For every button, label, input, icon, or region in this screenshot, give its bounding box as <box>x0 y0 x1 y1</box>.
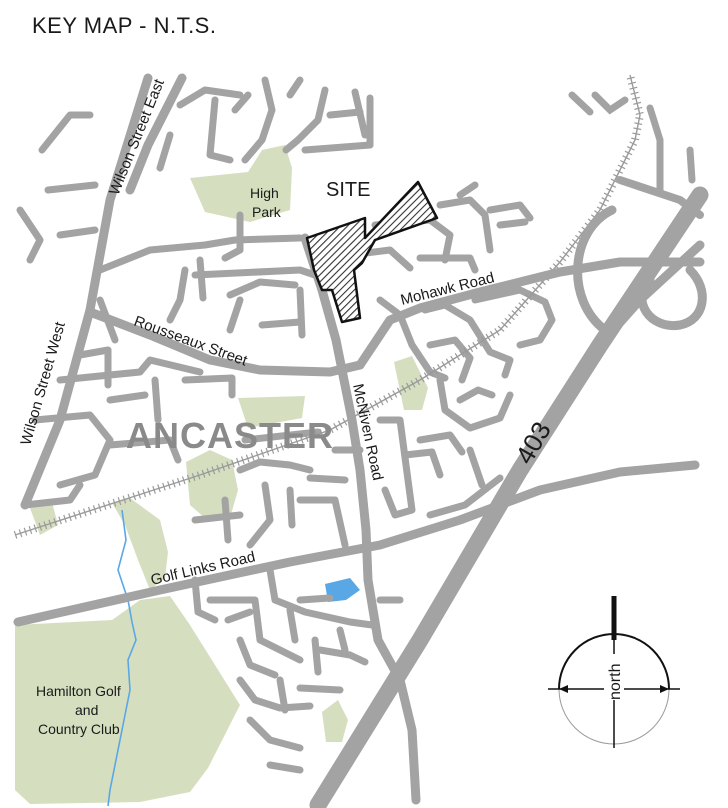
water-features <box>107 509 360 807</box>
green-strip-1 <box>112 498 168 590</box>
golf-club-label-line3: Country Club <box>38 721 120 737</box>
creek <box>107 509 137 807</box>
map-title: KEY MAP - N.T.S. <box>32 13 216 38</box>
site-label: SITE <box>326 179 370 201</box>
golf-club-label-line2: and <box>75 702 98 718</box>
green-strip-2 <box>186 450 238 518</box>
high-park-label-line1: High <box>250 185 279 201</box>
high-park-area <box>190 145 292 222</box>
local-roads <box>16 76 556 774</box>
major-roads <box>13 73 705 805</box>
site-parcel <box>305 180 439 324</box>
pond <box>325 578 360 602</box>
green-strip-3 <box>238 396 305 428</box>
high-park-label-line2: Park <box>252 204 282 220</box>
north-arrow: north <box>548 596 680 748</box>
north-label: north <box>607 664 624 700</box>
golf-club-label-line1: Hamilton Golf <box>36 683 121 699</box>
railway <box>13 74 645 539</box>
green-strip-5 <box>322 700 348 742</box>
green-strip-4 <box>394 356 428 410</box>
ancaster-label: ANCASTER <box>126 415 334 456</box>
ramp-roads <box>568 91 696 194</box>
highway-403 <box>309 176 709 808</box>
